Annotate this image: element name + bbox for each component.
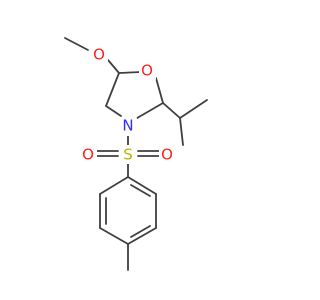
ring-oxygen-label: O xyxy=(141,62,153,80)
sulfonyl-oxygen-right-label: O xyxy=(161,146,173,164)
bond-aryl-3-4 xyxy=(127,227,157,245)
methoxy-oxygen-label-bg xyxy=(91,46,108,65)
methoxy-oxygen-label: O xyxy=(93,46,105,64)
ring-nitrogen-label: N xyxy=(122,117,133,135)
sulfonyl-oxygen-left-label: O xyxy=(82,146,94,164)
bond-aryl-4-5 xyxy=(99,227,129,245)
bond-c4-c5 xyxy=(105,72,120,107)
molecule-structure: O O N S O O xyxy=(64,37,208,271)
sulfonyl-oxygen-left-label-bg xyxy=(80,145,97,164)
bond-c2-nitrogen xyxy=(131,102,164,122)
molecule-canvas: O O N S O O xyxy=(64,37,208,271)
sulfonyl-oxygen-right-label-bg xyxy=(159,145,176,164)
bond-methoxy-oxygen-ring-carbon xyxy=(107,59,120,74)
bond-aryl-inner-double-2 xyxy=(130,225,151,238)
bond-nitrogen-c4 xyxy=(105,105,122,117)
ring-oxygen-label-bg xyxy=(139,62,156,81)
ring-nitrogen-label-bg xyxy=(120,117,137,136)
bond-c2-isopropyl-carbon xyxy=(162,102,181,119)
bond-aryl-6-1 xyxy=(99,176,129,195)
bond-isopropyl-methyl-bottom xyxy=(179,117,184,146)
bond-isopropyl-methyl-top xyxy=(179,99,208,119)
bond-methyl-methoxy-oxygen xyxy=(64,37,89,51)
sulfur-label-bg xyxy=(120,145,136,164)
bond-ring-c5-ring-oxygen xyxy=(118,71,142,74)
bond-aryl-inner-double-1 xyxy=(130,184,151,197)
bond-ring-oxygen-c2 xyxy=(155,77,164,104)
sulfur-label: S xyxy=(123,146,133,164)
bond-aryl-1-2 xyxy=(127,176,157,195)
